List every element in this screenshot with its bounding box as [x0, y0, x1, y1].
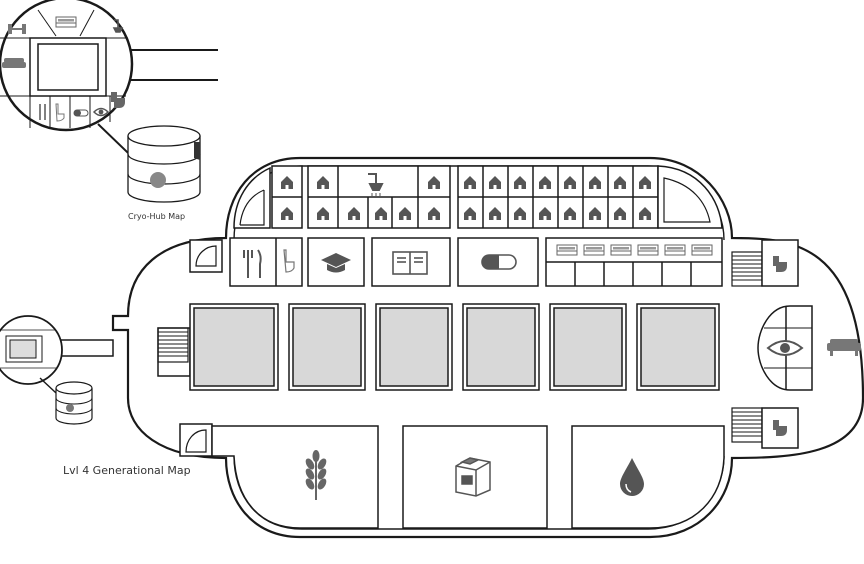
- large-cryo-hub[interactable]: [0, 0, 218, 132]
- pod-room[interactable]: [549, 303, 627, 391]
- cryo-hub-map-label: Cryo-Hub Map: [128, 212, 185, 221]
- pill-icon: [481, 254, 517, 270]
- fork-knife-icon: [243, 249, 262, 278]
- water-room[interactable]: [571, 425, 725, 529]
- small-cryo-hub[interactable]: [0, 315, 63, 385]
- couch-icon: [827, 339, 861, 356]
- fork-knife-icon: [39, 104, 46, 120]
- dormitory-room[interactable]: [545, 237, 723, 287]
- toilet-icon: [283, 249, 295, 273]
- couch-icon: [2, 58, 26, 68]
- corner-stair-west[interactable]: [189, 239, 223, 273]
- toilet-icon: [55, 103, 65, 122]
- pod-room[interactable]: [288, 303, 366, 391]
- stairs-icon[interactable]: [731, 407, 763, 443]
- book-icon: [392, 251, 428, 275]
- corner-stair-southwest[interactable]: [179, 423, 213, 457]
- stairs-icon[interactable]: [731, 251, 763, 287]
- pod-room[interactable]: [636, 303, 720, 391]
- top-left-corner-room[interactable]: [233, 166, 271, 229]
- box-icon: [455, 457, 491, 497]
- pod-room[interactable]: [462, 303, 540, 391]
- eye-icon: [766, 340, 804, 356]
- database-icon[interactable]: [39, 377, 93, 425]
- eye-icon: [92, 107, 110, 117]
- dumbbell-icon: [8, 24, 26, 34]
- stairs-icon[interactable]: [157, 327, 189, 363]
- shower-icon: [368, 173, 384, 196]
- generational-map-label: Lvl 4 Generational Map: [63, 464, 191, 477]
- database-icon[interactable]: [97, 123, 201, 203]
- shower-icon: [112, 19, 124, 33]
- pod-room[interactable]: [189, 303, 279, 391]
- agriculture-room[interactable]: [211, 425, 379, 529]
- housing-block-east[interactable]: [457, 165, 659, 229]
- water-drop-icon: [620, 458, 644, 496]
- pill-icon: [73, 109, 89, 117]
- library-room[interactable]: [371, 237, 451, 287]
- wheat-icon: [305, 450, 327, 500]
- top-right-corner-room[interactable]: [657, 165, 723, 229]
- graduation-cap-icon: [321, 253, 351, 273]
- pod-room[interactable]: [375, 303, 453, 391]
- corridor-west: [55, 339, 114, 357]
